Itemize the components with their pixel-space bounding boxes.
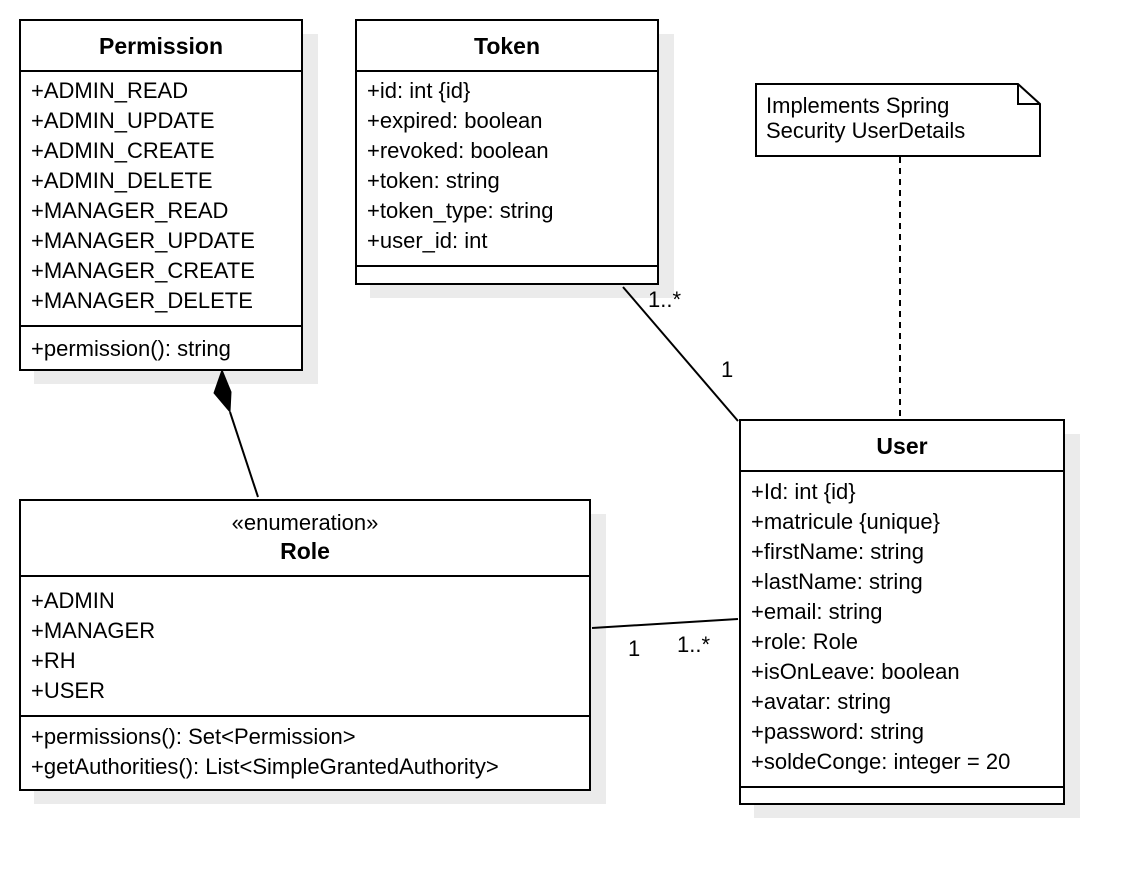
- composition-line: [229, 411, 259, 498]
- user-attribute: +soldeConge: integer = 20: [751, 749, 1011, 774]
- role-methods-separator: [21, 715, 589, 717]
- role-literal: +USER: [31, 678, 105, 703]
- user-attribute: +isOnLeave: boolean: [751, 659, 960, 684]
- user-attribute: +password: string: [751, 719, 925, 744]
- token-class-title: Token: [473, 33, 541, 59]
- role-literal: +RH: [31, 648, 76, 673]
- user-attribute: +avatar: string: [751, 689, 892, 714]
- note-fold-corner: [1017, 84, 1040, 105]
- role-literals: +ADMIN +MANAGER +RH +USER: [31, 586, 155, 706]
- permission-attribute: +MANAGER_CREATE: [31, 258, 255, 283]
- token-attribute: +revoked: boolean: [367, 138, 549, 163]
- permission-attribute: +MANAGER_READ: [31, 198, 229, 223]
- role-literal: +MANAGER: [31, 618, 156, 643]
- permission-attributes: +ADMIN_READ +ADMIN_UPDATE +ADMIN_CREATE …: [31, 76, 255, 316]
- note-text: Implements Spring Security UserDetails: [766, 93, 965, 143]
- role-method: +getAuthorities(): List<SimpleGrantedAut…: [31, 754, 499, 779]
- user-header-separator: [741, 470, 1063, 472]
- token-attribute: +expired: boolean: [367, 108, 543, 133]
- role-enumeration: «enumeration» Role +ADMIN +MANAGER +RH +…: [19, 499, 591, 791]
- role-methods: +permissions(): Set<Permission> +getAuth…: [31, 722, 499, 782]
- token-user-association: [622, 286, 739, 422]
- user-attribute: +matricule {unique}: [751, 509, 940, 534]
- user-attributes: +Id: int {id} +matricule {unique} +first…: [751, 477, 1010, 777]
- permission-methods-separator: [21, 325, 301, 327]
- user-methods-separator: [741, 786, 1063, 788]
- permission-attribute: +ADMIN_READ: [31, 78, 189, 103]
- note-line: Implements Spring: [766, 93, 950, 118]
- token-methods-separator: [357, 265, 657, 267]
- permission-class-title: Permission: [99, 33, 223, 59]
- permission-method: +permission(): string: [31, 336, 231, 361]
- token-header-separator: [357, 70, 657, 72]
- role-header-separator: [21, 575, 589, 577]
- token-multiplicity: 1..*: [648, 287, 682, 312]
- permission-attribute: +MANAGER_UPDATE: [31, 228, 255, 253]
- permission-class: Permission +ADMIN_READ +ADMIN_UPDATE +AD…: [19, 19, 303, 371]
- token-class: Token +id: int {id} +expired: boolean +r…: [355, 19, 659, 285]
- user-attribute: +firstName: string: [751, 539, 924, 564]
- role-class-title: Role: [280, 538, 330, 564]
- token-attributes: +id: int {id} +expired: boolean +revoked…: [367, 76, 554, 256]
- note-line: Security UserDetails: [766, 118, 966, 143]
- token-attribute: +token_type: string: [367, 198, 554, 223]
- user-attribute: +lastName: string: [751, 569, 923, 594]
- user-attribute: +email: string: [751, 599, 883, 624]
- user-attribute: +Id: int {id}: [751, 479, 856, 504]
- role-user-association: [591, 618, 739, 629]
- token-attribute: +token: string: [367, 168, 500, 193]
- user-attribute: +role: Role: [751, 629, 859, 654]
- permission-attribute: +MANAGER_DELETE: [31, 288, 253, 313]
- permission-attribute: +ADMIN_UPDATE: [31, 108, 215, 133]
- permission-header-separator: [21, 70, 301, 72]
- composition-diamond: [213, 368, 232, 414]
- role-literal: +ADMIN: [31, 588, 115, 613]
- permission-attribute: +ADMIN_CREATE: [31, 138, 215, 163]
- role-stereotype: «enumeration»: [231, 510, 379, 535]
- role-multiplicity: 1: [628, 636, 641, 661]
- user-token-multiplicity: 1: [721, 357, 734, 382]
- token-attribute: +user_id: int: [367, 228, 488, 253]
- user-class-title: User: [876, 433, 928, 459]
- role-method: +permissions(): Set<Permission>: [31, 724, 356, 749]
- note-shape: [755, 83, 1041, 157]
- permission-attribute: +ADMIN_DELETE: [31, 168, 213, 193]
- token-attribute: +id: int {id}: [367, 78, 471, 103]
- permission-methods: +permission(): string: [31, 334, 231, 364]
- user-role-multiplicity: 1..*: [677, 632, 711, 657]
- user-class: User +Id: int {id} +matricule {unique} +…: [739, 419, 1065, 805]
